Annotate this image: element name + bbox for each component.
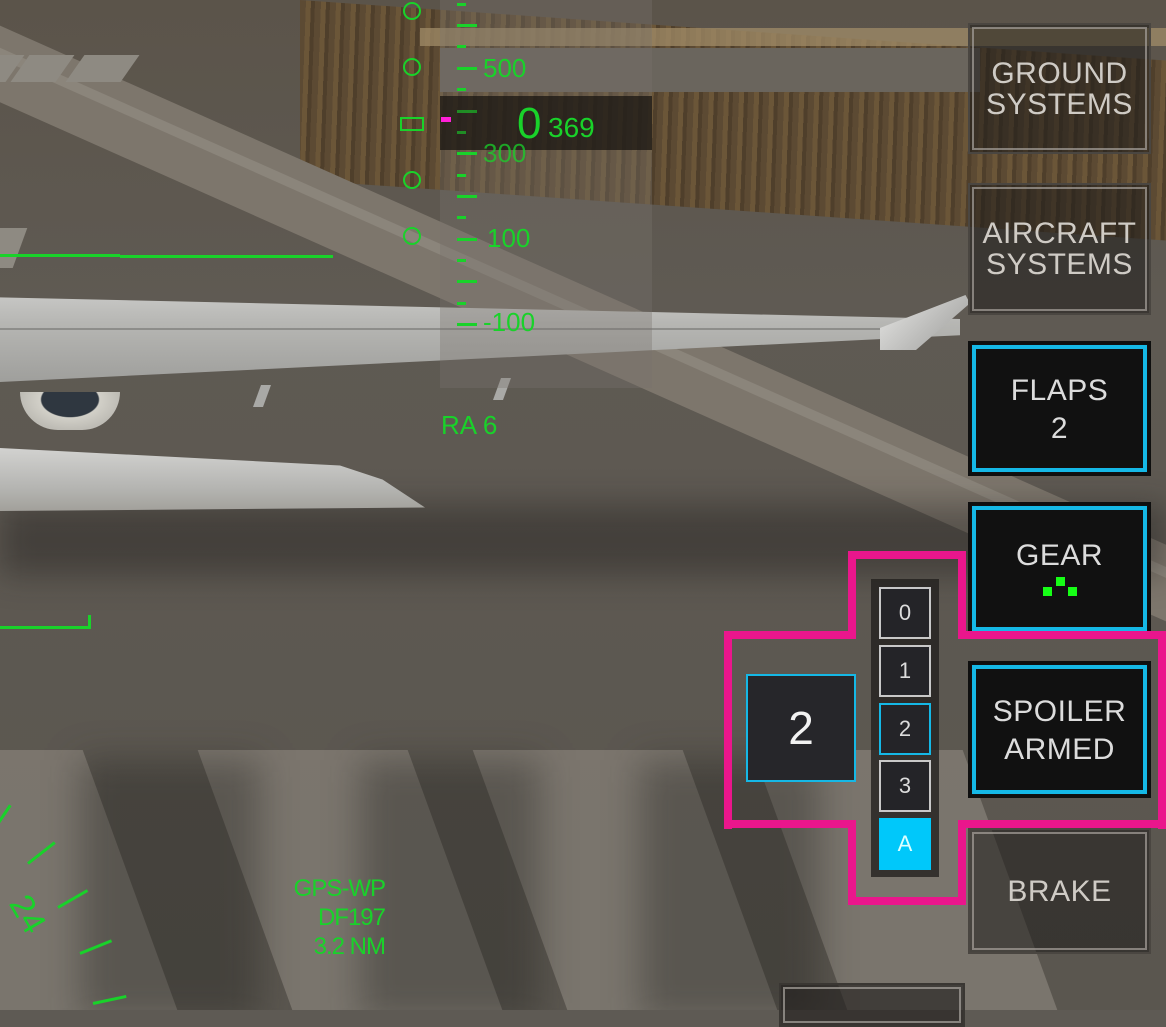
flaps-option-2[interactable]: 2 [879,703,931,755]
highlight-outline [958,551,966,636]
flaps-current-setting[interactable]: 2 [746,674,856,782]
wing-flap-line [0,328,900,330]
altitude-readout-minor: 369 [548,112,595,143]
flaps-option-3[interactable]: 3 [879,760,931,812]
gear-left-indicator [1042,587,1052,596]
altitude-tick [457,280,477,283]
gear-status-icon [1040,577,1080,597]
spoiler-label: SPOILER [992,694,1127,728]
shadow [360,760,540,1010]
altitude-label: 500 [483,53,527,83]
flaps-value: 2 [1050,411,1069,445]
altitude-tick [457,67,477,70]
ground-systems-label-2: SYSTEMS [986,87,1133,121]
vsi-marker-circle [403,58,421,76]
spoiler-status: ARMED [1004,732,1115,766]
vsi-indicator [400,117,424,131]
brake-button[interactable]: BRAKE [968,828,1151,954]
highlight-outline [724,631,856,639]
altitude-tick [457,110,477,113]
altitude-tape [440,0,652,388]
vsi-marker-circle [403,171,421,189]
altitude-readout-major: 0 [517,99,542,148]
aircraft-systems-button[interactable]: AIRCRAFT SYSTEMS [968,183,1151,315]
altitude-tick [457,24,477,27]
highlight-outline [1158,631,1166,829]
taxiway-band [440,48,980,92]
shadow [80,760,260,1010]
radio-altitude: RA 6 [441,410,498,440]
highlight-outline [724,820,856,828]
spoiler-button[interactable]: SPOILER ARMED [968,661,1151,798]
altitude-tick [457,88,466,91]
gear-right-indicator [1067,587,1077,596]
gear-button[interactable]: GEAR [968,502,1151,635]
altitude-tick [457,302,466,305]
brake-label: BRAKE [1007,874,1112,908]
altitude-pointer [441,117,451,122]
gps-waypoint-info: GPS-WP DF197 3.2 NM [225,874,386,961]
flaps-option-0[interactable]: 0 [879,587,931,639]
highlight-outline [848,551,856,636]
altitude-tick [457,152,477,155]
altitude-label: -100 [483,307,536,337]
altitude-tick [457,195,477,198]
aircraft-systems-label-1: AIRCRAFT [982,217,1137,250]
flaps-button[interactable]: FLAPS 2 [968,341,1151,476]
highlight-outline [848,897,966,905]
flaps-label: FLAPS [1010,373,1109,407]
horizon-line [120,255,333,258]
altitude-tick [457,238,477,241]
flaps-option-auto[interactable]: A [879,818,931,870]
altitude-tick [457,216,466,219]
aircraft-systems-label-2: SYSTEMS [986,248,1133,281]
altitude-tick [457,259,466,262]
ground-systems-button[interactable]: GROUND SYSTEMS [968,23,1151,154]
gear-label: GEAR [1015,539,1104,572]
vsi-marker-circle [403,2,421,20]
altitude-readout-box [440,96,652,150]
flaps-option-1[interactable]: 1 [879,645,931,697]
highlight-outline [958,820,966,905]
highlight-outline [848,551,966,559]
highlight-outline [958,631,1166,639]
altitude-tick [457,3,466,6]
gps-distance: 3.2 NM [313,933,386,960]
pitch-bracket [88,615,91,629]
bottom-control-button[interactable] [779,983,965,1027]
altitude-tick [457,45,466,48]
highlight-outline [848,820,856,905]
altitude-tick [457,131,466,134]
gear-nose-indicator [1055,577,1065,586]
horizon-line [0,254,120,257]
gps-mode: GPS-WP [293,875,386,902]
highlight-outline [958,820,1166,828]
altitude-label: 100 [487,223,531,253]
altitude-tick [457,174,466,177]
altitude-label: 300 [483,138,527,168]
altitude-tick [457,323,477,326]
highlight-outline [724,631,732,829]
pitch-bracket [0,626,91,629]
vsi-marker-circle [403,227,421,245]
ground-systems-label-1: GROUND [991,56,1128,90]
gps-waypoint-id: DF197 [317,904,386,931]
